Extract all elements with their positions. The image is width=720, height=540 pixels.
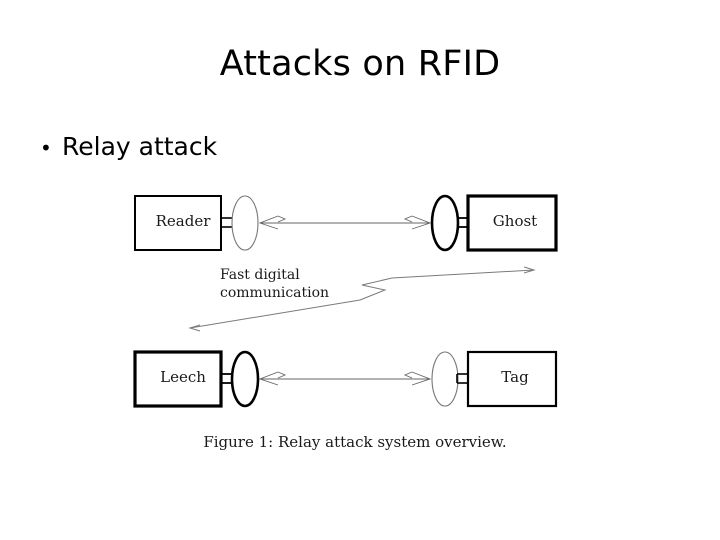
bullet-list: • Relay attack [34,130,674,165]
figure-caption: Figure 1: Relay attack system overview. [203,433,507,451]
leech-box [133,350,223,408]
relay-attack-figure: Reader Ghost Leech Tag Fast digital comm… [110,178,600,478]
ghost-box [466,194,558,252]
leech-antenna-icon [230,350,260,408]
ghost-box-label: Ghost [492,212,538,230]
bullet-marker-icon: • [40,136,52,160]
fast-digital-line-2: communication [220,285,330,301]
reader-box [134,195,222,251]
ghost-antenna-icon [430,194,460,252]
leech-box-label: Leech [160,368,206,386]
fast-digital-communication-label: Fast digital communication [220,266,370,302]
tag-box [466,350,558,408]
reader-box-label: Reader [155,212,211,230]
bullet-item-label: Relay attack [62,132,218,161]
rf-link-bottom [258,371,432,386]
fast-digital-line-1: Fast digital [220,267,300,283]
page-title: Attacks on RFID [219,44,501,84]
fast-digital-link [188,266,536,332]
relay-attack-diagram-svg [133,194,558,408]
tag-antenna-icon [431,351,459,407]
list-item: • Relay attack [34,130,674,165]
rf-link-top [258,215,432,230]
tag-box-label: Tag [501,368,529,386]
reader-antenna-icon [231,195,259,251]
